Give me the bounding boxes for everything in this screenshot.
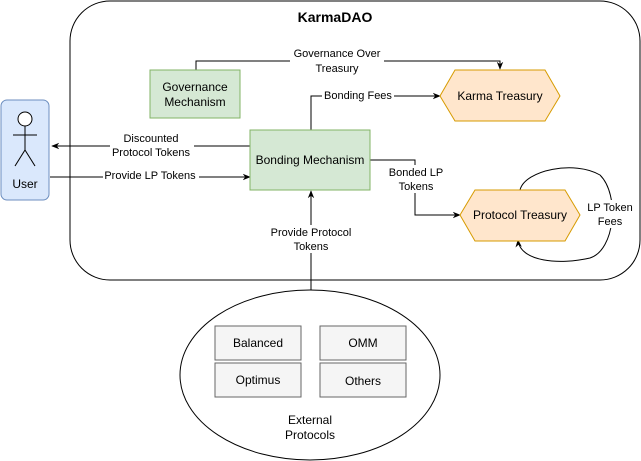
protocol-others-box[interactable] xyxy=(319,362,407,398)
governance-mechanism-label-2: Mechanism xyxy=(164,95,225,109)
protocol-omm-label: OMM xyxy=(348,336,377,350)
label-provide-protocol-2: Tokens xyxy=(294,241,329,253)
edge-labels: Governance Over Treasury Bonding Fees Di… xyxy=(103,47,638,253)
label-bg-provide-lp xyxy=(103,168,199,183)
label-governance-over-treasury-2: Treasury xyxy=(316,63,359,75)
label-discounted-tokens-1: Discounted xyxy=(123,133,178,145)
karmadao-title: KarmaDAO xyxy=(298,9,373,25)
external-protocols-label-1: External xyxy=(288,413,332,427)
protocol-treasury-hexagon xyxy=(459,189,581,242)
protocol-optimus-label: Optimus xyxy=(236,373,281,387)
label-bg-bonding-fees xyxy=(322,88,394,103)
protocol-optimus-box[interactable] xyxy=(214,362,302,398)
label-bg-governance xyxy=(290,47,384,75)
label-discounted-tokens-2: Protocol Tokens xyxy=(112,147,191,159)
user-stick-figure-icon xyxy=(13,111,37,167)
governance-mechanism-node[interactable]: Governance Mechanism xyxy=(149,69,241,119)
protocol-balanced-box[interactable] xyxy=(214,325,302,361)
governance-mechanism-box xyxy=(149,69,241,119)
label-bg-discounted xyxy=(110,131,194,159)
governance-mechanism-label-1: Governance xyxy=(162,80,228,94)
label-provide-protocol-1: Provide Protocol xyxy=(271,227,352,239)
label-bonding-fees: Bonding Fees xyxy=(324,90,392,102)
label-lp-token-fees-2: Fees xyxy=(598,216,623,228)
protocol-others-label: Others xyxy=(345,374,381,388)
label-bonded-lp-2: Tokens xyxy=(399,181,434,193)
karma-treasury-label: Karma Treasury xyxy=(457,89,542,103)
user-node[interactable]: User xyxy=(0,99,50,201)
karma-treasury-hexagon xyxy=(439,69,561,122)
bonding-mechanism-box xyxy=(249,129,371,191)
label-bg-lp-token-fees xyxy=(584,200,638,228)
label-lp-token-fees-1: LP Token xyxy=(587,202,632,214)
bonding-mechanism-label: Bonding Mechanism xyxy=(256,153,365,167)
label-provide-lp: Provide LP Tokens xyxy=(104,170,196,182)
label-bg-provide-protocol xyxy=(266,225,356,253)
protocol-omm-box[interactable] xyxy=(319,325,407,361)
label-governance-over-treasury-1: Governance Over xyxy=(294,48,381,60)
bonding-mechanism-node[interactable]: Bonding Mechanism xyxy=(249,129,371,191)
external-protocols-label-2: Protocols xyxy=(285,428,335,442)
karma-treasury-node[interactable]: Karma Treasury xyxy=(439,69,561,122)
user-label: User xyxy=(12,177,37,191)
external-protocols-node[interactable]: Balanced OMM Optimus Others External Pro… xyxy=(179,289,441,461)
label-bg-bonded-lp xyxy=(386,165,446,193)
protocol-treasury-node[interactable]: Protocol Treasury xyxy=(459,189,581,242)
edge-bonding-fees xyxy=(310,92,441,130)
label-bonded-lp-1: Bonded LP xyxy=(389,167,443,179)
protocol-balanced-label: Balanced xyxy=(233,336,283,350)
protocol-treasury-label: Protocol Treasury xyxy=(473,208,567,222)
